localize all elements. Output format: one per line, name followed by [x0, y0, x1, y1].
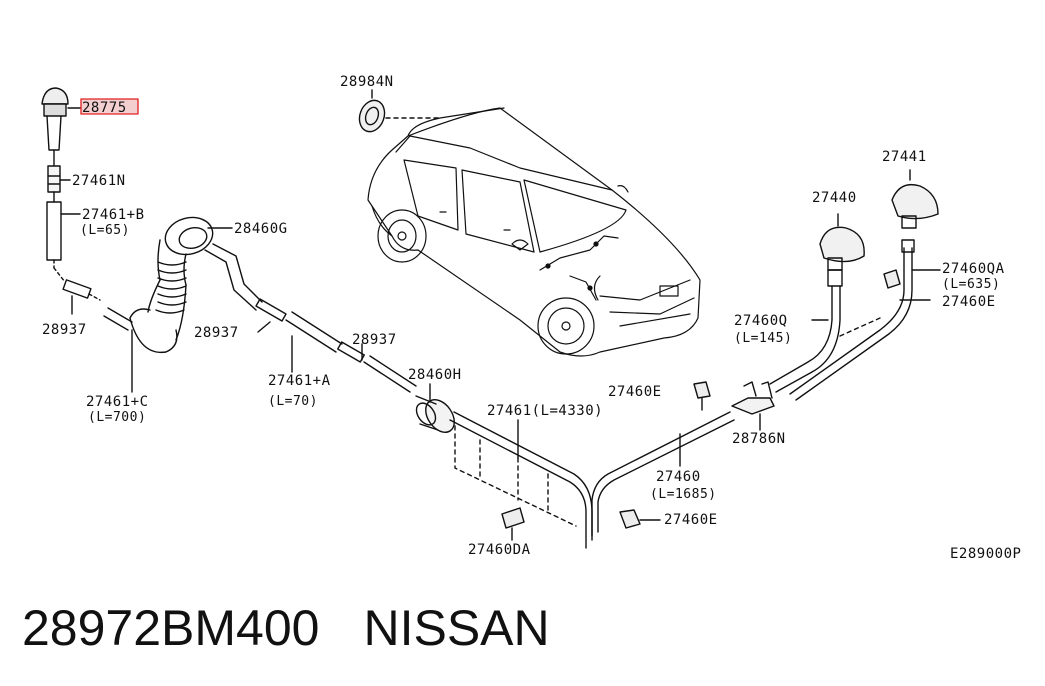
label-27460E-bottom[interactable]: 27460E: [664, 512, 718, 528]
label-28460H[interactable]: 28460H: [408, 367, 462, 383]
label-27461-b-length: (L=65): [80, 223, 130, 238]
label-27440[interactable]: 27440: [812, 190, 857, 206]
label-27461-c-length: (L=700): [88, 410, 146, 425]
clip-27460DA: [501, 507, 525, 541]
label-27460-length: (L=1685): [650, 487, 717, 502]
grommet-28984N: [358, 89, 441, 133]
label-28786N[interactable]: 28786N: [732, 431, 786, 447]
car-illustration: [367, 107, 701, 357]
label-27461-c[interactable]: 27461+C: [86, 394, 149, 410]
clip-27460E-bottom: [619, 509, 661, 529]
label-27461-b[interactable]: 27461+B: [82, 207, 145, 223]
hose-27460QA: [789, 239, 915, 401]
label-28937-b[interactable]: 28937: [194, 325, 239, 341]
label-27460Q-length: (L=145): [734, 331, 792, 346]
label-27460E-right[interactable]: 27460E: [942, 294, 996, 310]
washer-nozzle-27440: [819, 213, 865, 271]
label-27460E-middle[interactable]: 27460E: [608, 384, 662, 400]
clip-27460E-middle: [693, 381, 711, 411]
label-28984N[interactable]: 28984N: [340, 74, 394, 90]
part-number: 28972BM400: [22, 600, 320, 656]
connector-27461N: [47, 165, 61, 203]
hose-27461-main: [449, 411, 593, 549]
diagram-code: E289000P: [950, 546, 1021, 562]
label-27461-a[interactable]: 27461+A: [268, 373, 331, 389]
label-27461-a-length: (L=70): [268, 394, 318, 409]
brand-name: NISSAN: [363, 600, 550, 656]
label-27460QA-length: (L=635): [942, 277, 1000, 292]
hose-bellows-28460G: [103, 216, 214, 354]
hose-27461-b: [46, 201, 66, 283]
parts-diagram: 28775 28984N 27461N 27461+B (L=65) 28460…: [41, 74, 1021, 562]
label-27441[interactable]: 27441: [882, 149, 927, 165]
label-28460G[interactable]: 28460G: [234, 221, 288, 237]
washer-nozzle-27441: [891, 169, 939, 229]
washer-nozzle-28775: [41, 87, 69, 167]
label-27461N[interactable]: 27461N: [72, 173, 126, 189]
label-27460QA[interactable]: 27460QA: [942, 261, 1005, 277]
caption: 28972BM400 NISSAN: [22, 596, 1022, 666]
hose-27460Q: [769, 269, 881, 393]
label-27460DA[interactable]: 27460DA: [468, 542, 531, 558]
label-28775[interactable]: 28775: [82, 100, 127, 116]
joint-28937-a: [62, 279, 101, 301]
label-27460Q[interactable]: 27460Q: [734, 313, 788, 329]
label-28937-a[interactable]: 28937: [42, 322, 87, 338]
label-28937-c[interactable]: 28937: [352, 332, 397, 348]
clip-27460E-right: [883, 269, 931, 301]
highlight-box: [80, 98, 139, 115]
joint-28786N: [731, 381, 775, 431]
label-27461[interactable]: 27461(L=4330): [487, 403, 603, 419]
hose-27460: [591, 411, 735, 537]
hose-27461-a: [204, 243, 417, 393]
label-27460[interactable]: 27460: [656, 469, 701, 485]
grommet-28460H: [415, 395, 455, 433]
